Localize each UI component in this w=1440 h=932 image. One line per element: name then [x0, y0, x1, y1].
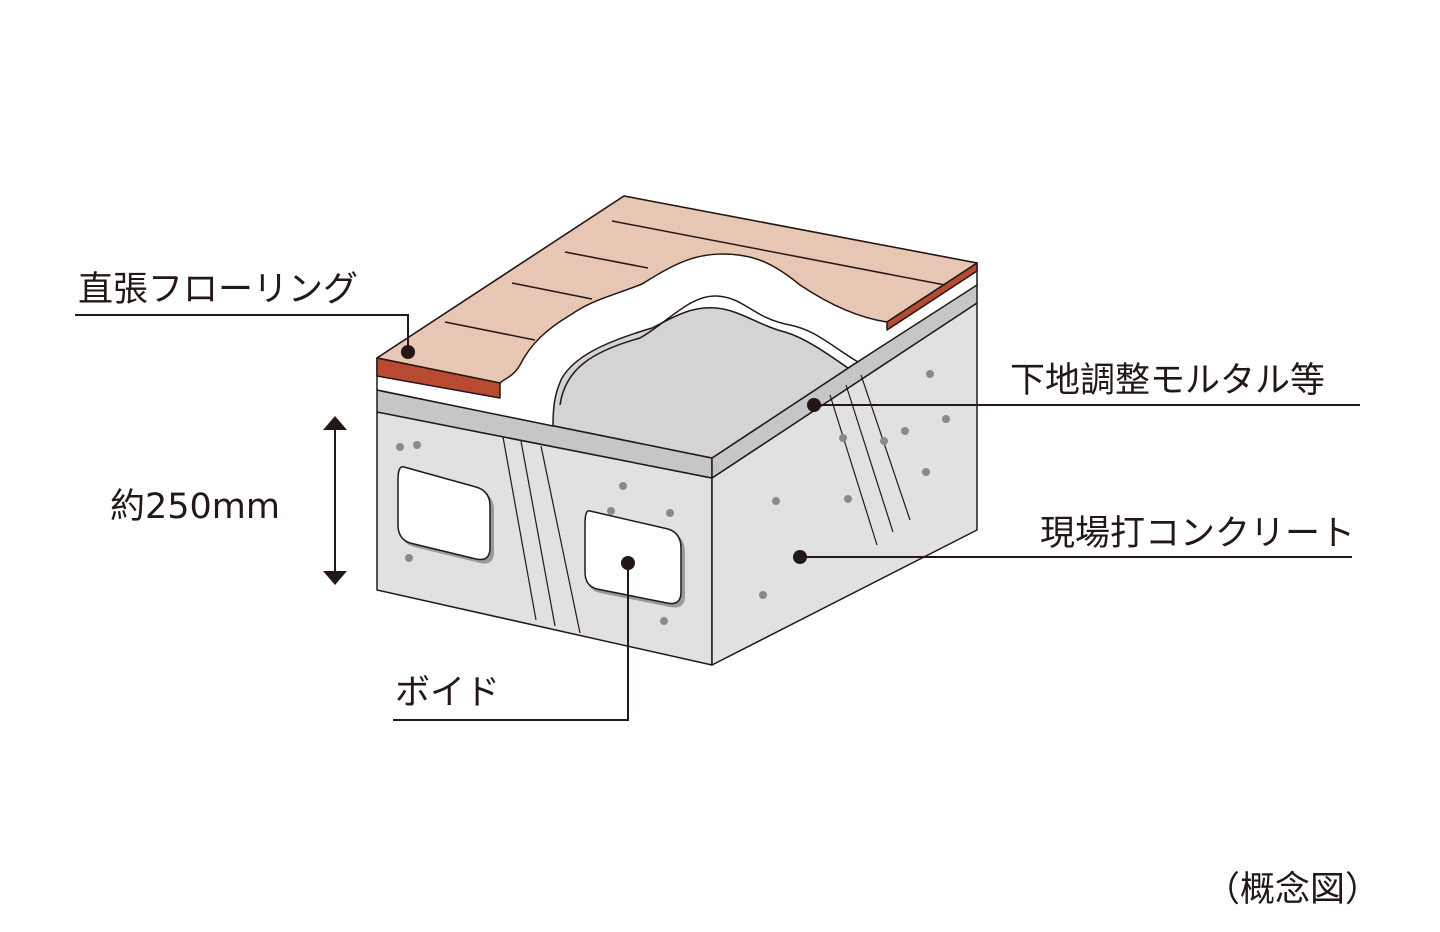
void-marker — [621, 556, 635, 570]
flooring-left-edge — [376, 357, 501, 399]
mortar-marker — [807, 398, 821, 412]
mortar-label: 下地調整モルタル等 — [1010, 361, 1326, 401]
flooring-leader — [75, 314, 409, 352]
thickness-label: 約250mm — [110, 487, 280, 527]
concrete-marker — [793, 550, 807, 564]
aggregate-dots — [396, 370, 950, 625]
void-1 — [397, 466, 491, 561]
concrete-label: 現場打コンクリート — [1040, 514, 1356, 554]
void-stripes — [502, 374, 911, 634]
underlay-inner-edge — [559, 295, 859, 406]
flooring-marker — [401, 345, 415, 359]
thickness-arrow — [323, 416, 347, 585]
flooring-top — [376, 195, 978, 384]
flooring-right-edge — [886, 262, 978, 331]
flooring-label: 直張フローリング — [78, 270, 359, 310]
plank-seams — [444, 220, 946, 341]
void-2 — [584, 510, 682, 605]
caption: （概念図） — [1205, 870, 1381, 910]
void-leader — [393, 563, 629, 721]
void-label: ボイド — [395, 673, 501, 713]
